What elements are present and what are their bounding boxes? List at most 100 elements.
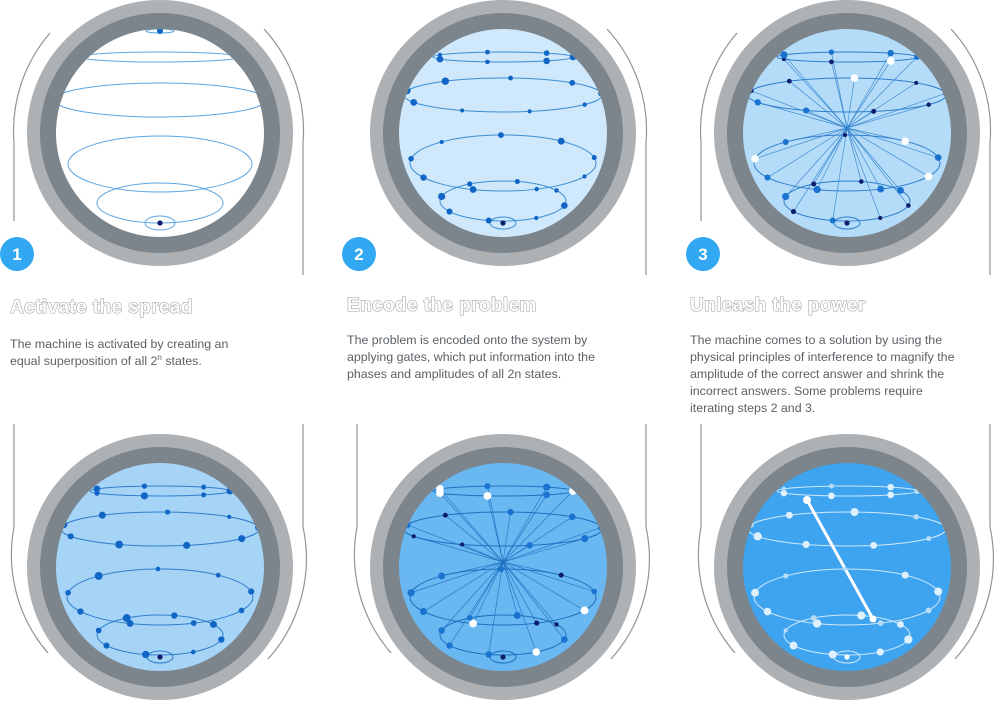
state-dot [914, 80, 919, 85]
state-dot [582, 174, 587, 179]
state-dot [557, 137, 565, 145]
state-dot [591, 588, 598, 595]
state-dot [543, 483, 551, 491]
state-dot [534, 620, 540, 626]
center-dot [500, 220, 506, 226]
interference-line [472, 561, 504, 624]
step-3-number: 3 [698, 245, 707, 264]
state-dot [934, 154, 942, 161]
state-dot [926, 536, 932, 542]
state-dot [532, 648, 540, 656]
state-dot [901, 137, 909, 145]
state-dot [183, 541, 191, 549]
state-dot [925, 607, 932, 614]
interference-line [846, 93, 946, 129]
state-dot [764, 174, 771, 181]
state-dot [95, 627, 102, 634]
state-dot [438, 627, 445, 634]
state-dot [581, 535, 589, 543]
sphere-face [56, 463, 264, 671]
state-dot [65, 589, 71, 596]
interference-line [846, 82, 917, 129]
state-dot [485, 49, 490, 55]
state-dot [789, 641, 798, 650]
state-dot [543, 491, 551, 499]
side-arc-right [950, 28, 992, 275]
state-dot [790, 208, 797, 215]
state-dot [155, 566, 161, 572]
center-dot [844, 654, 850, 660]
step-3-badge [686, 237, 720, 271]
interference-line [502, 561, 557, 625]
interference-line [469, 561, 504, 619]
interference-line [846, 127, 929, 177]
state-dot [580, 606, 589, 615]
state-dot [829, 217, 836, 224]
state-dot [842, 566, 848, 572]
state-dot [913, 514, 919, 520]
interference-line [846, 60, 891, 129]
interference-line [502, 561, 562, 576]
interference-line [846, 127, 939, 158]
state-dot [142, 650, 150, 659]
interference-line [750, 90, 848, 129]
state-dot [126, 620, 134, 627]
state-dot [886, 56, 895, 65]
state-dot [785, 511, 793, 519]
center-dot [157, 654, 163, 660]
side-arc-right [954, 424, 994, 660]
interference-line [413, 536, 504, 563]
step-2-description: The problem is encoded onto the system b… [347, 333, 595, 381]
interference-line [846, 127, 906, 142]
sphere-face [743, 463, 951, 671]
state-dot [498, 132, 504, 138]
interference-line [502, 561, 518, 616]
interference-line [846, 127, 881, 219]
state-dot [870, 541, 878, 549]
state-dot [828, 483, 834, 489]
state-dot [484, 483, 491, 490]
state-dot [782, 138, 789, 145]
state-dot [561, 202, 568, 209]
state-dot [782, 192, 790, 201]
state-dot [926, 102, 931, 107]
state-dot [554, 188, 559, 193]
interference-line [502, 561, 595, 592]
interference-line [439, 488, 504, 563]
superscript-n: n [157, 352, 162, 362]
state-dot [906, 203, 911, 208]
interference-line [502, 490, 574, 563]
interference-line [406, 524, 504, 563]
state-dot [201, 484, 207, 490]
interference-line [785, 127, 848, 197]
state-dot [904, 635, 913, 644]
state-dot [410, 98, 418, 106]
step-1-description: The machine is activated by creating an … [10, 337, 229, 368]
interference-line [441, 561, 504, 631]
state-dot [419, 607, 428, 616]
sphere-3 [699, 0, 992, 275]
state-dot [497, 565, 505, 573]
interference-line [410, 561, 504, 594]
state-dot [558, 572, 564, 578]
state-dot [842, 132, 847, 138]
state-dot [485, 217, 492, 224]
interference-line [813, 127, 848, 185]
sphere-face [743, 29, 951, 237]
sphere-2 [370, 0, 648, 275]
state-dot [526, 542, 533, 549]
state-dot [754, 99, 761, 106]
state-dot [591, 155, 597, 161]
interference-line [441, 561, 504, 577]
state-dot [420, 174, 427, 181]
interference-line [502, 486, 547, 563]
state-dot [887, 491, 894, 499]
state-dot [218, 636, 225, 643]
state-dot [850, 74, 859, 82]
answer-line [805, 498, 875, 621]
center-dot [500, 654, 506, 660]
state-dot [469, 186, 477, 193]
side-arc-left [12, 32, 51, 221]
state-dot [554, 622, 559, 627]
interference-line [502, 494, 547, 563]
